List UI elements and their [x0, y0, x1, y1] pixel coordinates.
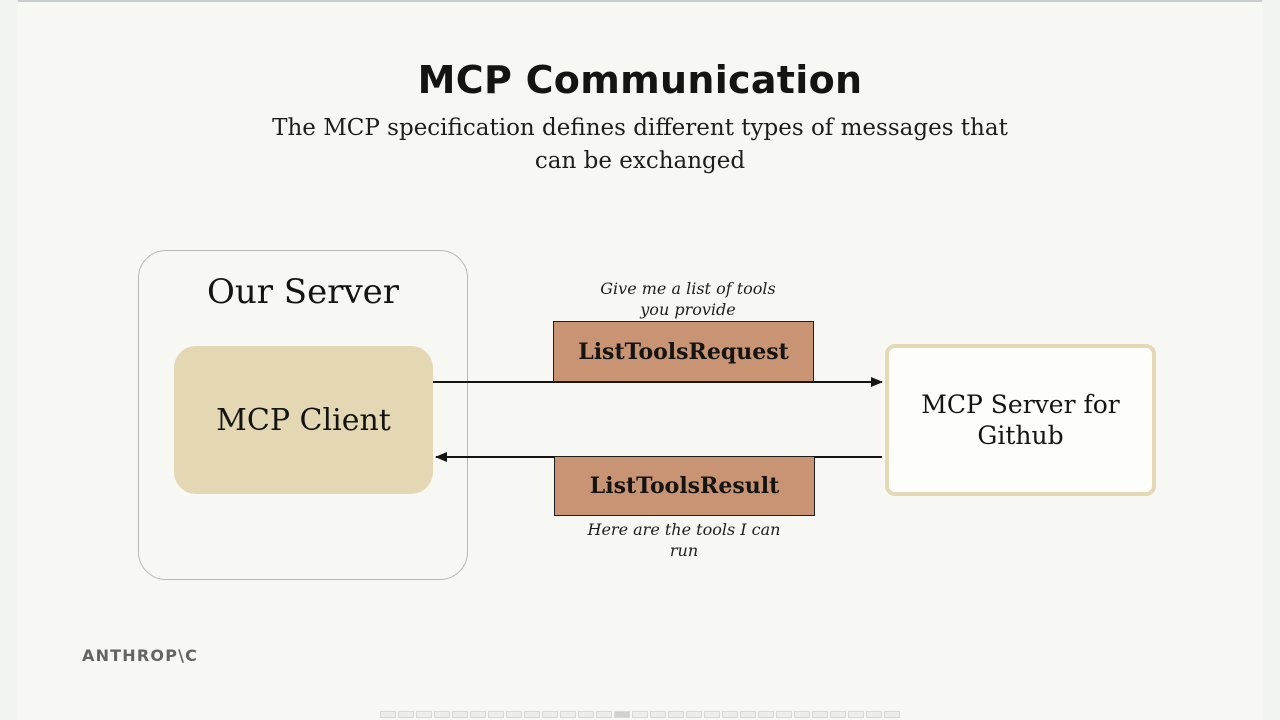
- pager-dot[interactable]: [866, 711, 882, 718]
- pager-dot[interactable]: [668, 711, 684, 718]
- pager-dot[interactable]: [578, 711, 594, 718]
- pager-dot[interactable]: [416, 711, 432, 718]
- slide-title: MCP Communication: [417, 58, 863, 102]
- pager-dot[interactable]: [650, 711, 666, 718]
- pager-dot[interactable]: [758, 711, 774, 718]
- list-tools-result-box: ListToolsResult: [554, 456, 815, 516]
- pager-dot[interactable]: [542, 711, 558, 718]
- pager-dot[interactable]: [632, 711, 648, 718]
- pager-dot[interactable]: [722, 711, 738, 718]
- pager-dot[interactable]: [380, 711, 396, 718]
- pager-dot[interactable]: [470, 711, 486, 718]
- pager-dot[interactable]: [434, 711, 450, 718]
- pager-dot[interactable]: [488, 711, 504, 718]
- mcp-client-label: MCP Client: [216, 402, 391, 438]
- mcp-server-label: MCP Server for Github: [921, 390, 1120, 450]
- pager-dot-active[interactable]: [614, 711, 630, 718]
- pager-dot[interactable]: [596, 711, 612, 718]
- pager-dot[interactable]: [704, 711, 720, 718]
- window-top-border: [0, 0, 1280, 2]
- result-note: Here are the tools I can run: [587, 520, 781, 560]
- request-note: Give me a list of tools you provide: [600, 279, 776, 319]
- list-tools-request-box: ListToolsRequest: [553, 321, 814, 382]
- slide-pager[interactable]: [380, 711, 900, 718]
- right-margin: [1262, 0, 1280, 720]
- pager-dot[interactable]: [830, 711, 846, 718]
- list-tools-request-label: ListToolsRequest: [578, 338, 789, 365]
- mcp-client-box: MCP Client: [174, 346, 433, 494]
- pager-dot[interactable]: [452, 711, 468, 718]
- pager-dot[interactable]: [794, 711, 810, 718]
- left-margin: [0, 0, 18, 720]
- pager-dot[interactable]: [740, 711, 756, 718]
- our-server-label: Our Server: [206, 272, 400, 312]
- pager-dot[interactable]: [848, 711, 864, 718]
- pager-dot[interactable]: [398, 711, 414, 718]
- pager-dot[interactable]: [686, 711, 702, 718]
- pager-dot[interactable]: [524, 711, 540, 718]
- anthropic-logo: ANTHROP\C: [82, 646, 199, 665]
- our-server-container: [138, 250, 468, 580]
- mcp-server-box: MCP Server for Github: [885, 344, 1156, 496]
- slide-subtitle: The MCP specification defines different …: [272, 115, 1008, 174]
- pager-dot[interactable]: [560, 711, 576, 718]
- pager-dot[interactable]: [812, 711, 828, 718]
- pager-dot[interactable]: [884, 711, 900, 718]
- list-tools-result-label: ListToolsResult: [589, 473, 780, 499]
- pager-dot[interactable]: [776, 711, 792, 718]
- pager-dot[interactable]: [506, 711, 522, 718]
